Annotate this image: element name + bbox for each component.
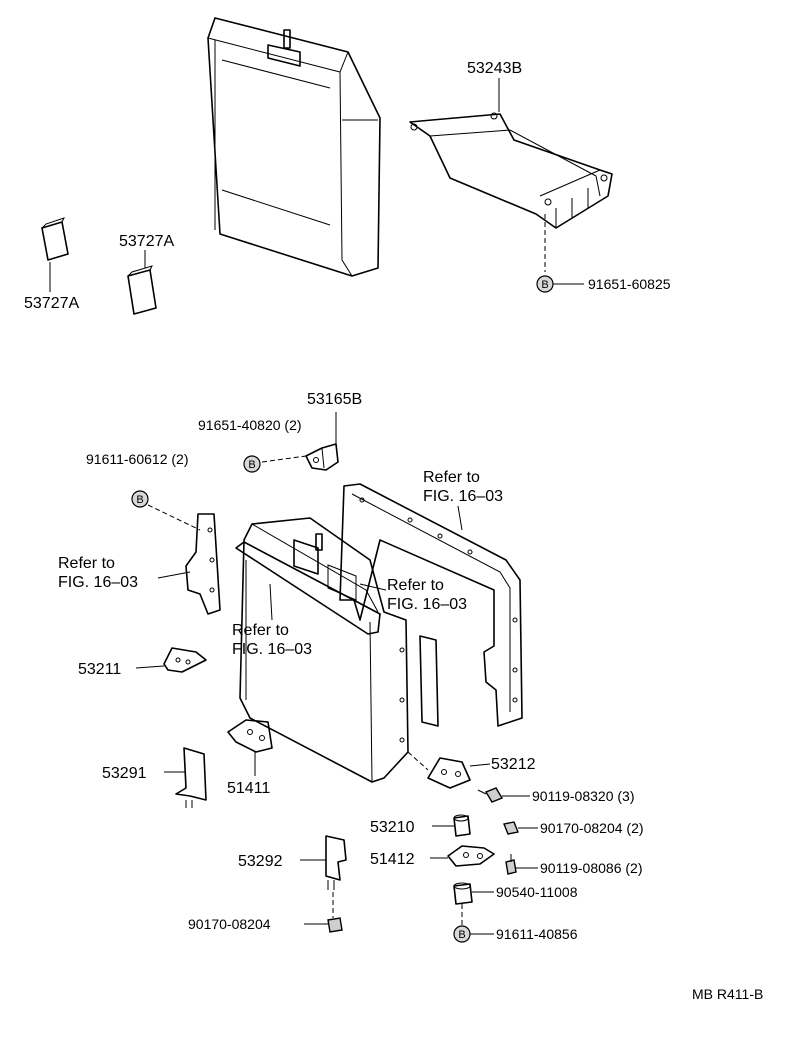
label-90170-08204-right: 90170-08204 (2)	[540, 820, 644, 836]
nut-90170-08204-right-drawing	[503, 821, 538, 835]
bolt-marker-91611-40856: B	[453, 925, 494, 943]
label-refer-left-line1: Refer to	[58, 555, 115, 572]
cushion-53727a-drawing	[41, 217, 157, 315]
label-53210: 53210	[370, 819, 415, 836]
label-53292: 53292	[238, 853, 283, 870]
bracket-53165b-drawing	[261, 412, 339, 471]
svg-text:B: B	[541, 279, 548, 291]
label-51411: 51411	[227, 780, 270, 797]
label-91651-60825: 91651-60825	[588, 276, 671, 292]
label-90540-11008: 90540-11008	[496, 884, 578, 900]
reference-leaders	[157, 505, 463, 621]
bolt-90119-08320-drawing	[477, 787, 530, 803]
label-53165b: 53165B	[307, 391, 362, 408]
radiator-bottom-drawing	[235, 517, 409, 783]
bolt-90119-08086-drawing	[505, 854, 538, 875]
bracket-53243b-drawing	[409, 78, 613, 272]
label-90119-08320: 90119-08320 (3)	[532, 788, 634, 804]
figure-code: MB R411-B	[692, 986, 763, 1002]
label-refer-top-line1: Refer to	[423, 469, 480, 486]
label-53727a-left: 53727A	[24, 295, 79, 312]
label-refer-center-line2: FIG. 16–03	[232, 641, 312, 658]
bracket-53212-drawing	[407, 751, 491, 789]
label-91611-40856: 91611-40856	[496, 926, 578, 942]
label-refer-mid-line1: Refer to	[387, 577, 444, 594]
label-91651-40820: 91651-40820 (2)	[198, 417, 302, 433]
label-51412: 51412	[370, 851, 415, 868]
nut-90170-08204-left-drawing	[304, 917, 343, 933]
cushion-90540-11008-drawing	[453, 882, 494, 926]
svg-text:B: B	[248, 459, 255, 471]
radiator-top-drawing	[207, 17, 381, 277]
bracket-53292-drawing	[300, 835, 347, 918]
label-53211: 53211	[78, 661, 121, 678]
label-91611-60612: 91611-60612 (2)	[86, 451, 188, 467]
bracket-51412-drawing	[430, 845, 495, 867]
bracket-53291-drawing	[164, 747, 207, 808]
label-90119-08086: 90119-08086 (2)	[540, 860, 642, 876]
fan-shroud-drawing	[339, 483, 523, 727]
label-refer-mid-line2: FIG. 16–03	[387, 596, 467, 613]
side-bracket-drawing	[185, 513, 221, 615]
label-53291: 53291	[102, 765, 147, 782]
bolt-marker-91651-40820: B	[243, 455, 261, 473]
grommet-53210-drawing	[432, 814, 471, 837]
bolt-marker-91651-60825: B	[536, 275, 584, 293]
seal-strip-drawing	[419, 635, 439, 727]
bracket-51411-drawing	[227, 719, 273, 776]
svg-text:B: B	[136, 494, 143, 506]
label-53727a-top: 53727A	[119, 233, 174, 250]
svg-text:B: B	[458, 929, 465, 941]
label-53243b: 53243B	[467, 60, 522, 77]
label-refer-left-line2: FIG. 16–03	[58, 574, 138, 591]
label-refer-center-line1: Refer to	[232, 622, 289, 639]
label-53212: 53212	[491, 756, 536, 773]
label-90170-08204-left: 90170-08204	[188, 916, 271, 932]
bolt-marker-91611-60612: B	[131, 490, 201, 531]
label-refer-top-line2: FIG. 16–03	[423, 488, 503, 505]
bracket-53211-drawing	[135, 647, 207, 673]
